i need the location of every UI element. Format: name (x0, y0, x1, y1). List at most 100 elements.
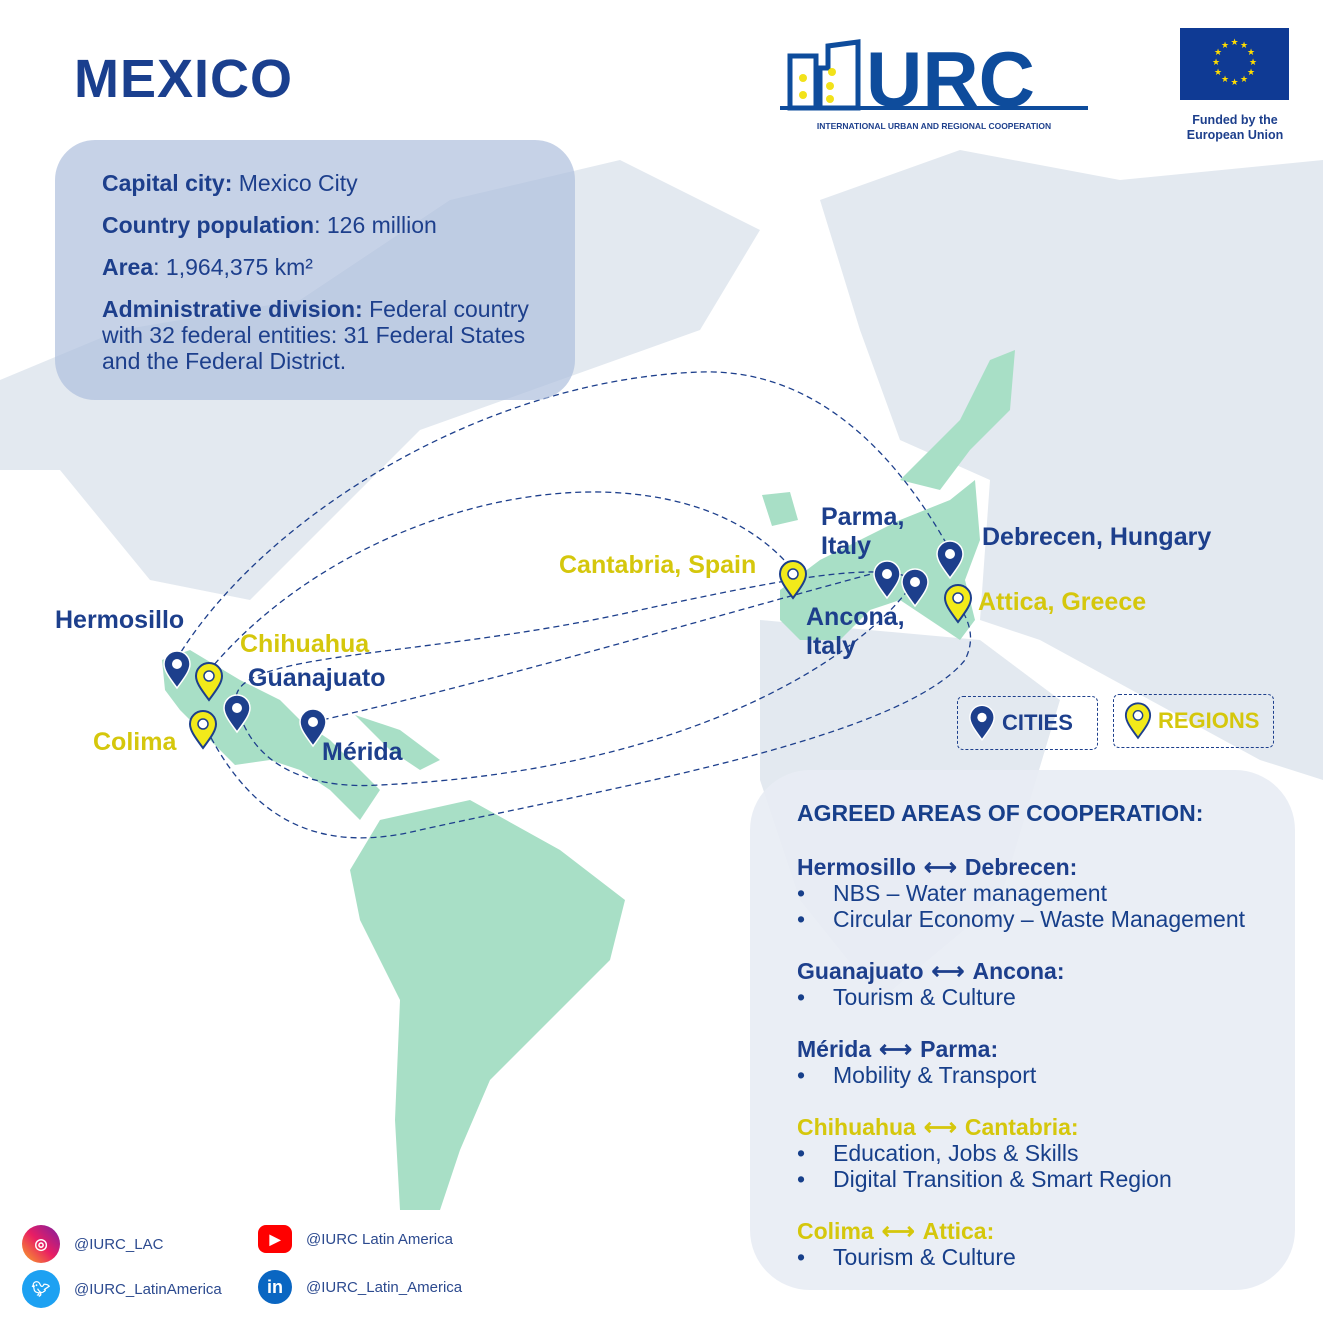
twitter-icon: 🐦︎ (22, 1270, 60, 1308)
label-ancona: Ancona, Italy (806, 603, 905, 660)
arc-colima-attica (201, 599, 972, 839)
instagram-link[interactable]: ◎ @IURC_LAC (22, 1225, 163, 1263)
svg-text:★: ★ (1221, 41, 1229, 51)
area-label: Area (102, 254, 154, 280)
bullet-icon: • (797, 1140, 806, 1166)
city-pin-icon (969, 704, 995, 741)
arc-merida-parma (312, 569, 887, 723)
pair-from: Hermosillo (797, 854, 916, 880)
bullet-icon: • (797, 1062, 806, 1088)
cooperation-item-text: NBS – Water management (833, 880, 1107, 906)
population-label: Country population (102, 212, 315, 238)
pair-from: Chihuahua (797, 1114, 916, 1140)
instagram-icon: ◎ (22, 1225, 60, 1263)
logo-text: URC (866, 38, 1035, 112)
cooperation-item-text: Tourism & Culture (833, 984, 1016, 1010)
svg-text:★: ★ (1249, 58, 1257, 68)
cooperation-group: Guanajuato ⟷ Ancona: • Tourism & Culture (797, 958, 1295, 1010)
double-arrow-icon: ⟷ (923, 1114, 957, 1140)
label-attica: Attica, Greece (978, 588, 1147, 616)
instagram-handle: @IURC_LAC (74, 1235, 164, 1253)
linkedin-link[interactable]: in@IURC_Latin_America (258, 1270, 462, 1304)
label-debrecen: Debrecen, Hungary (982, 523, 1212, 551)
svg-text:★: ★ (1221, 75, 1229, 85)
svg-text:★: ★ (1240, 75, 1248, 85)
cooperation-group: Hermosillo ⟷ Debrecen: • NBS – Water managem… (797, 854, 1295, 932)
pair-to: Attica: (922, 1218, 995, 1244)
eu-funding: ★★★★★★★★★★★★ Funded by the European Unio… (1180, 28, 1290, 143)
pin-colima (189, 710, 217, 749)
youtube-handle: @IURC Latin America (306, 1230, 453, 1248)
double-arrow-icon: ⟷ (931, 958, 965, 984)
pair-to: Cantabria: (964, 1114, 1079, 1140)
cooperation-box: AGREED AREAS OF COOPERATION: Hermosillo ⟷… (750, 770, 1295, 1290)
linkedin-handle: @IURC_Latin_America (306, 1278, 463, 1296)
iurc-logo: URC INTERNATIONAL URBAN AND REGIONAL COO… (780, 35, 1088, 131)
label-parma: Parma, Italy (821, 503, 905, 560)
pair-to: Debrecen: (964, 854, 1078, 880)
cooperation-item: • Education, Jobs & Skills (797, 1140, 1295, 1166)
logo-subtitle: INTERNATIONAL URBAN AND REGIONAL COOPERA… (816, 121, 1052, 131)
bullet-icon: • (797, 1166, 806, 1192)
svg-text:★: ★ (1214, 68, 1222, 78)
svg-text:★: ★ (1212, 58, 1220, 68)
pair-to: Parma: (920, 1036, 999, 1062)
cooperation-item-text: Mobility & Transport (833, 1062, 1037, 1088)
label-hermosillo: Hermosillo (55, 606, 185, 634)
cooperation-heading: AGREED AREAS OF COOPERATION: (797, 800, 1204, 826)
twitter-handle: @IURC_LatinAmerica (74, 1280, 222, 1298)
cooperation-item-text: Tourism & Culture (833, 1244, 1016, 1270)
cooperation-group: Chihuahua ⟷ Cantabria: • Education, Jobs & S… (797, 1114, 1295, 1192)
bullet-icon: • (797, 984, 806, 1010)
twitter-link[interactable]: 🐦︎ @IURC_LatinAmerica (22, 1270, 222, 1308)
region-pin-icon (1124, 702, 1152, 739)
cooperation-item: • Circular Economy – Waste Management (797, 906, 1295, 932)
country-info-box: Capital city: Mexico City Country popula… (55, 140, 575, 400)
page-title: MEXICO (74, 49, 294, 109)
legend-cities: CITIES (957, 696, 1098, 750)
eu-funded-text: Funded by the European Union (1186, 113, 1284, 142)
label-chihuahua: Chihuahua (240, 630, 370, 658)
cooperation-item: • NBS – Water management (797, 880, 1295, 906)
arc-chihuahua-cantabria (207, 491, 794, 673)
double-arrow-icon: ⟷ (923, 854, 957, 880)
cooperation-item-text: Digital Transition & Smart Region (833, 1166, 1172, 1192)
area-value: : 1,964,375 km² (153, 254, 313, 280)
cooperation-item: • Tourism & Culture (797, 984, 1295, 1010)
cooperation-item: • Digital Transition & Smart Region (797, 1166, 1295, 1192)
admin-label: Administrative division: (102, 296, 363, 322)
pair-to: Ancona: (972, 958, 1065, 984)
legend-regions-label: REGIONS (1158, 708, 1260, 733)
svg-text:★: ★ (1214, 48, 1222, 58)
cooperation-item: • Tourism & Culture (797, 1244, 1295, 1270)
capital-label: Capital city: (102, 170, 233, 196)
svg-text:★: ★ (1240, 41, 1248, 51)
cooperation-group: Colima⟷Attica:•Tourism & Culture (797, 1218, 1295, 1270)
pair-from: Guanajuato (797, 958, 924, 984)
double-arrow-icon: ⟷ (879, 1036, 913, 1062)
youtube-icon: ▶ (258, 1225, 292, 1253)
capital-value: Mexico City (232, 170, 358, 196)
label-merida: Mérida (322, 738, 403, 766)
svg-text:★: ★ (1247, 68, 1255, 78)
highlighted-land (162, 350, 1015, 1210)
legend-regions: REGIONS (1113, 694, 1274, 748)
svg-text:★: ★ (1230, 78, 1238, 88)
cooperation-item: • Mobility & Transport (797, 1062, 1295, 1088)
eu-flag-icon: ★★★★★★★★★★★★ (1180, 28, 1289, 100)
admin-value: Federal country with 32 federal entities… (102, 296, 529, 374)
cooperation-item-text: Circular Economy – Waste Management (833, 906, 1246, 932)
cooperation-group: Mérida ⟷ Parma: • Mobility & Transport (797, 1036, 1295, 1088)
svg-text:★: ★ (1247, 48, 1255, 58)
label-cantabria: Cantabria, Spain (559, 551, 757, 579)
bullet-icon: • (797, 1244, 806, 1270)
svg-text:★: ★ (1230, 38, 1238, 48)
pair-from: Mérida (797, 1036, 872, 1062)
bullet-icon: • (797, 880, 806, 906)
label-guanajuato: Guanajuato (248, 664, 386, 692)
bullet-icon: • (797, 906, 806, 932)
youtube-link[interactable]: ▶ @IURC Latin America (258, 1225, 453, 1253)
arc-hermosillo-debrecen (175, 371, 951, 661)
cooperation-item-text: Education, Jobs & Skills (833, 1140, 1079, 1166)
double-arrow-icon: ⟷ (881, 1218, 915, 1244)
